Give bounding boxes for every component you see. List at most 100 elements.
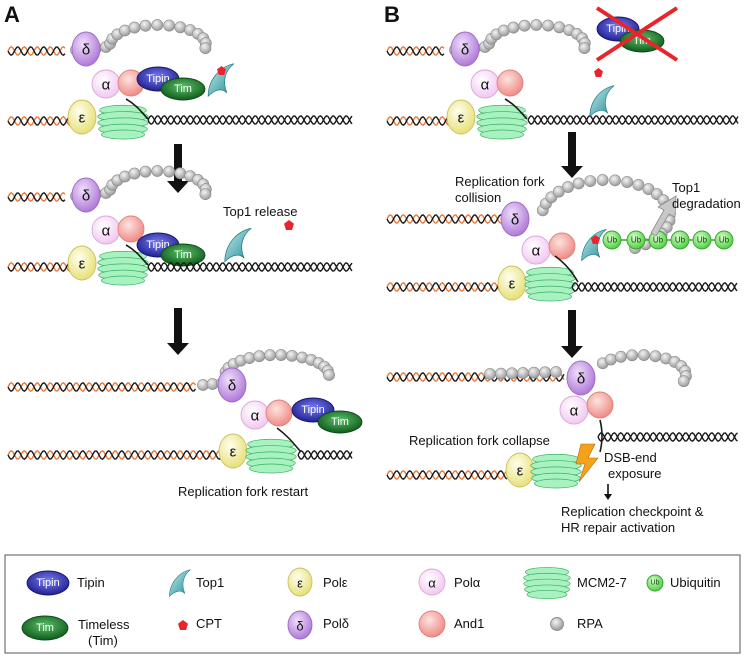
leading-duplex — [7, 261, 77, 273]
dna-strand — [386, 281, 514, 293]
top1-enzyme — [589, 85, 615, 117]
parental-duplex — [297, 449, 353, 461]
dna-strand — [7, 261, 77, 273]
arrow-shaft — [568, 132, 576, 168]
leading-duplex — [386, 281, 514, 293]
rpa-bead — [253, 350, 266, 363]
legend-and1-icon — [418, 610, 446, 638]
legend-ubiquitin-icon — [646, 574, 664, 592]
dna-strand — [386, 281, 514, 293]
arrow-shaft — [568, 310, 576, 348]
ub-glyph: Ub — [675, 236, 686, 245]
legend-pol-e-label: Polε — [323, 575, 348, 590]
rpa-bead — [530, 19, 543, 31]
rpa-bead — [484, 368, 496, 380]
rpa-bead — [199, 188, 212, 201]
dsb-label-1: DSB-end — [604, 450, 657, 465]
pol-epsilon-glyph: ε — [230, 444, 237, 461]
rpa-bead — [528, 366, 540, 379]
legend-top1-label: Top1 — [196, 575, 224, 590]
rpa-bead — [518, 19, 531, 32]
ub-glyph: Ub — [631, 236, 642, 245]
cpt-drug — [594, 68, 603, 77]
ubiquitin — [602, 230, 622, 250]
dna-strand — [7, 381, 197, 393]
pol-delta — [566, 360, 596, 396]
tipin-glyph: Tipin — [301, 404, 324, 416]
pol-delta-glyph: δ — [511, 212, 519, 229]
panel-a-letter: A — [4, 2, 20, 27]
rpa-bead — [128, 167, 141, 180]
broken-strand — [599, 419, 603, 453]
arrow-a1 — [167, 144, 189, 193]
parental-duplex — [571, 281, 738, 293]
rpa-bead — [163, 19, 176, 32]
dna-strand — [571, 281, 738, 293]
rpa-bead — [275, 349, 287, 361]
rpa-bead — [264, 349, 276, 362]
parental-duplex — [527, 114, 739, 126]
dna-strand — [7, 191, 66, 203]
dsb-lightning — [575, 443, 599, 483]
rpa-bead — [609, 174, 621, 187]
dna-strand — [386, 45, 445, 57]
dna-strand — [147, 114, 353, 126]
tim-glyph: Tim — [174, 83, 192, 95]
rpa-bead — [621, 176, 634, 188]
arrow-head — [167, 181, 189, 193]
rpa-bead — [614, 350, 627, 363]
pol-epsilon — [67, 99, 97, 135]
rpa-bead — [495, 367, 507, 380]
dna-strand — [386, 469, 508, 481]
rpa-lagging — [484, 366, 562, 380]
dna-strand — [7, 449, 228, 461]
rpa-bead — [562, 181, 574, 193]
checkpoint-label-1: Replication checkpoint & — [561, 504, 704, 519]
leading-duplex — [386, 115, 456, 127]
dna-strand — [571, 281, 738, 293]
legend-mcm-icon — [523, 567, 571, 600]
pol-epsilon-glyph: ε — [517, 463, 524, 480]
rpa-bead — [632, 179, 645, 191]
tipin-glyph: Tipin — [146, 239, 169, 251]
rpa-bead — [638, 349, 650, 361]
lagging-duplex — [7, 45, 66, 57]
pol-delta — [450, 31, 480, 67]
leading-duplex — [7, 115, 77, 127]
rpa-bead — [553, 21, 566, 34]
rpa-bead — [199, 42, 212, 55]
lagging-duplex — [386, 213, 505, 225]
lagging-duplex — [386, 45, 445, 57]
tim-glyph: Tim — [174, 249, 192, 261]
tipin-glyph: Tipin — [146, 73, 169, 85]
pol-delta — [71, 31, 101, 67]
parental-duplex — [597, 431, 738, 443]
dna-strand — [597, 431, 738, 443]
legend-pol-d-icon — [287, 610, 313, 640]
timeless — [160, 243, 206, 267]
legend-and1-label: And1 — [454, 616, 484, 631]
legend-pol-e-glyph: ε — [297, 576, 303, 591]
template-strand — [125, 244, 149, 266]
mcm-helicase — [245, 438, 297, 474]
pol-delta-glyph: δ — [228, 378, 236, 395]
rpa-bead — [626, 349, 639, 362]
arrow-shaft — [174, 308, 182, 345]
small-arrow-head — [604, 494, 612, 500]
top1-trapped — [581, 229, 607, 261]
mcm-helicase — [524, 266, 576, 302]
dna-strand — [386, 115, 456, 127]
arrow-b1 — [561, 132, 583, 178]
pol-alpha-glyph: α — [102, 77, 111, 94]
dsb-label-2: exposure — [608, 466, 661, 481]
legend-tim-glyph: Tim — [36, 622, 54, 634]
tim-glyph: Tim — [331, 416, 349, 428]
pol-alpha-glyph: α — [570, 403, 579, 420]
and1 — [265, 399, 293, 427]
pol-delta-glyph: δ — [461, 42, 469, 59]
legend-cpt-label: CPT — [196, 616, 222, 631]
legend-pol-e-icon — [287, 567, 313, 597]
rpa-bead — [174, 21, 187, 34]
rpa-bead — [517, 367, 529, 379]
